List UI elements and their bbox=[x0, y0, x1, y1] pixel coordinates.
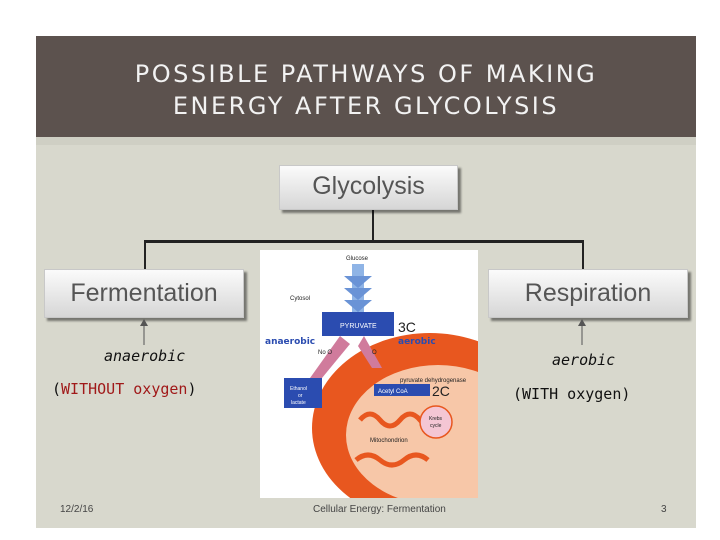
footer-title: Cellular Energy: Fermentation bbox=[313, 504, 446, 515]
with-oxygen-label: (WITH oxygen) bbox=[513, 385, 630, 403]
ethanol-line-2: or bbox=[298, 393, 303, 399]
without-oxygen-close-paren: ) bbox=[187, 380, 196, 398]
respiration-arrow bbox=[576, 318, 588, 346]
anaerobic-diagram-label: anaerobic bbox=[265, 337, 315, 347]
glycolysis-box: Glycolysis bbox=[279, 165, 458, 210]
connector-right-drop bbox=[582, 240, 584, 270]
aerobic-diagram-label: aerobic bbox=[398, 337, 436, 347]
without-oxygen-open-paren: ( bbox=[52, 380, 61, 398]
krebs-cycle-circle bbox=[420, 406, 452, 438]
footer-page-number: 3 bbox=[661, 504, 667, 515]
fermentation-arrow bbox=[138, 318, 150, 346]
glucose-arrows bbox=[344, 264, 372, 312]
title-line-1: POSSIBLE PATHWAYS OF MAKING bbox=[36, 58, 696, 90]
title-line-2: ENERGY AFTER GLYCOLYSIS bbox=[36, 90, 696, 122]
without-oxygen-text: WITHOUT oxygen bbox=[61, 380, 187, 398]
pyruvate-carbons: 3C bbox=[398, 319, 416, 335]
without-oxygen-label: (WITHOUT oxygen) bbox=[52, 380, 197, 398]
pyruvate-label: PYRUVATE bbox=[340, 323, 377, 330]
krebs-line-1: Krebs bbox=[429, 416, 443, 422]
krebs-line-2: cycle bbox=[430, 423, 442, 429]
cytosol-label: Cytosol bbox=[290, 296, 310, 302]
ethanol-line-1: Ethanol bbox=[290, 386, 307, 392]
pathway-diagram: Glucose Cytosol PYRUVATE 3C anaerobic ae… bbox=[260, 250, 478, 498]
connector-top-vertical bbox=[372, 208, 374, 241]
mitochondrion-label: Mitochondrion bbox=[370, 438, 408, 444]
no-oxygen-label: No O bbox=[318, 350, 332, 356]
respiration-box: Respiration bbox=[488, 269, 688, 318]
anaerobic-label: anaerobic bbox=[104, 347, 185, 365]
footer-date: 12/2/16 bbox=[60, 504, 93, 515]
title-underline bbox=[36, 137, 696, 145]
ethanol-line-3: lactate bbox=[291, 400, 306, 406]
slide-title: POSSIBLE PATHWAYS OF MAKING ENERGY AFTER… bbox=[36, 58, 696, 122]
aerobic-label: aerobic bbox=[552, 351, 615, 369]
fermentation-box: Fermentation bbox=[44, 269, 244, 318]
acetyl-carbons: 2C bbox=[432, 383, 450, 399]
acetyl-coa-label: Acetyl CoA bbox=[378, 389, 408, 395]
connector-horizontal bbox=[144, 240, 584, 243]
pathway-diagram-svg: Glucose Cytosol PYRUVATE 3C anaerobic ae… bbox=[260, 250, 478, 498]
connector-left-drop bbox=[144, 240, 146, 270]
oxygen-label: O bbox=[372, 350, 377, 356]
glucose-label: Glucose bbox=[346, 256, 369, 262]
